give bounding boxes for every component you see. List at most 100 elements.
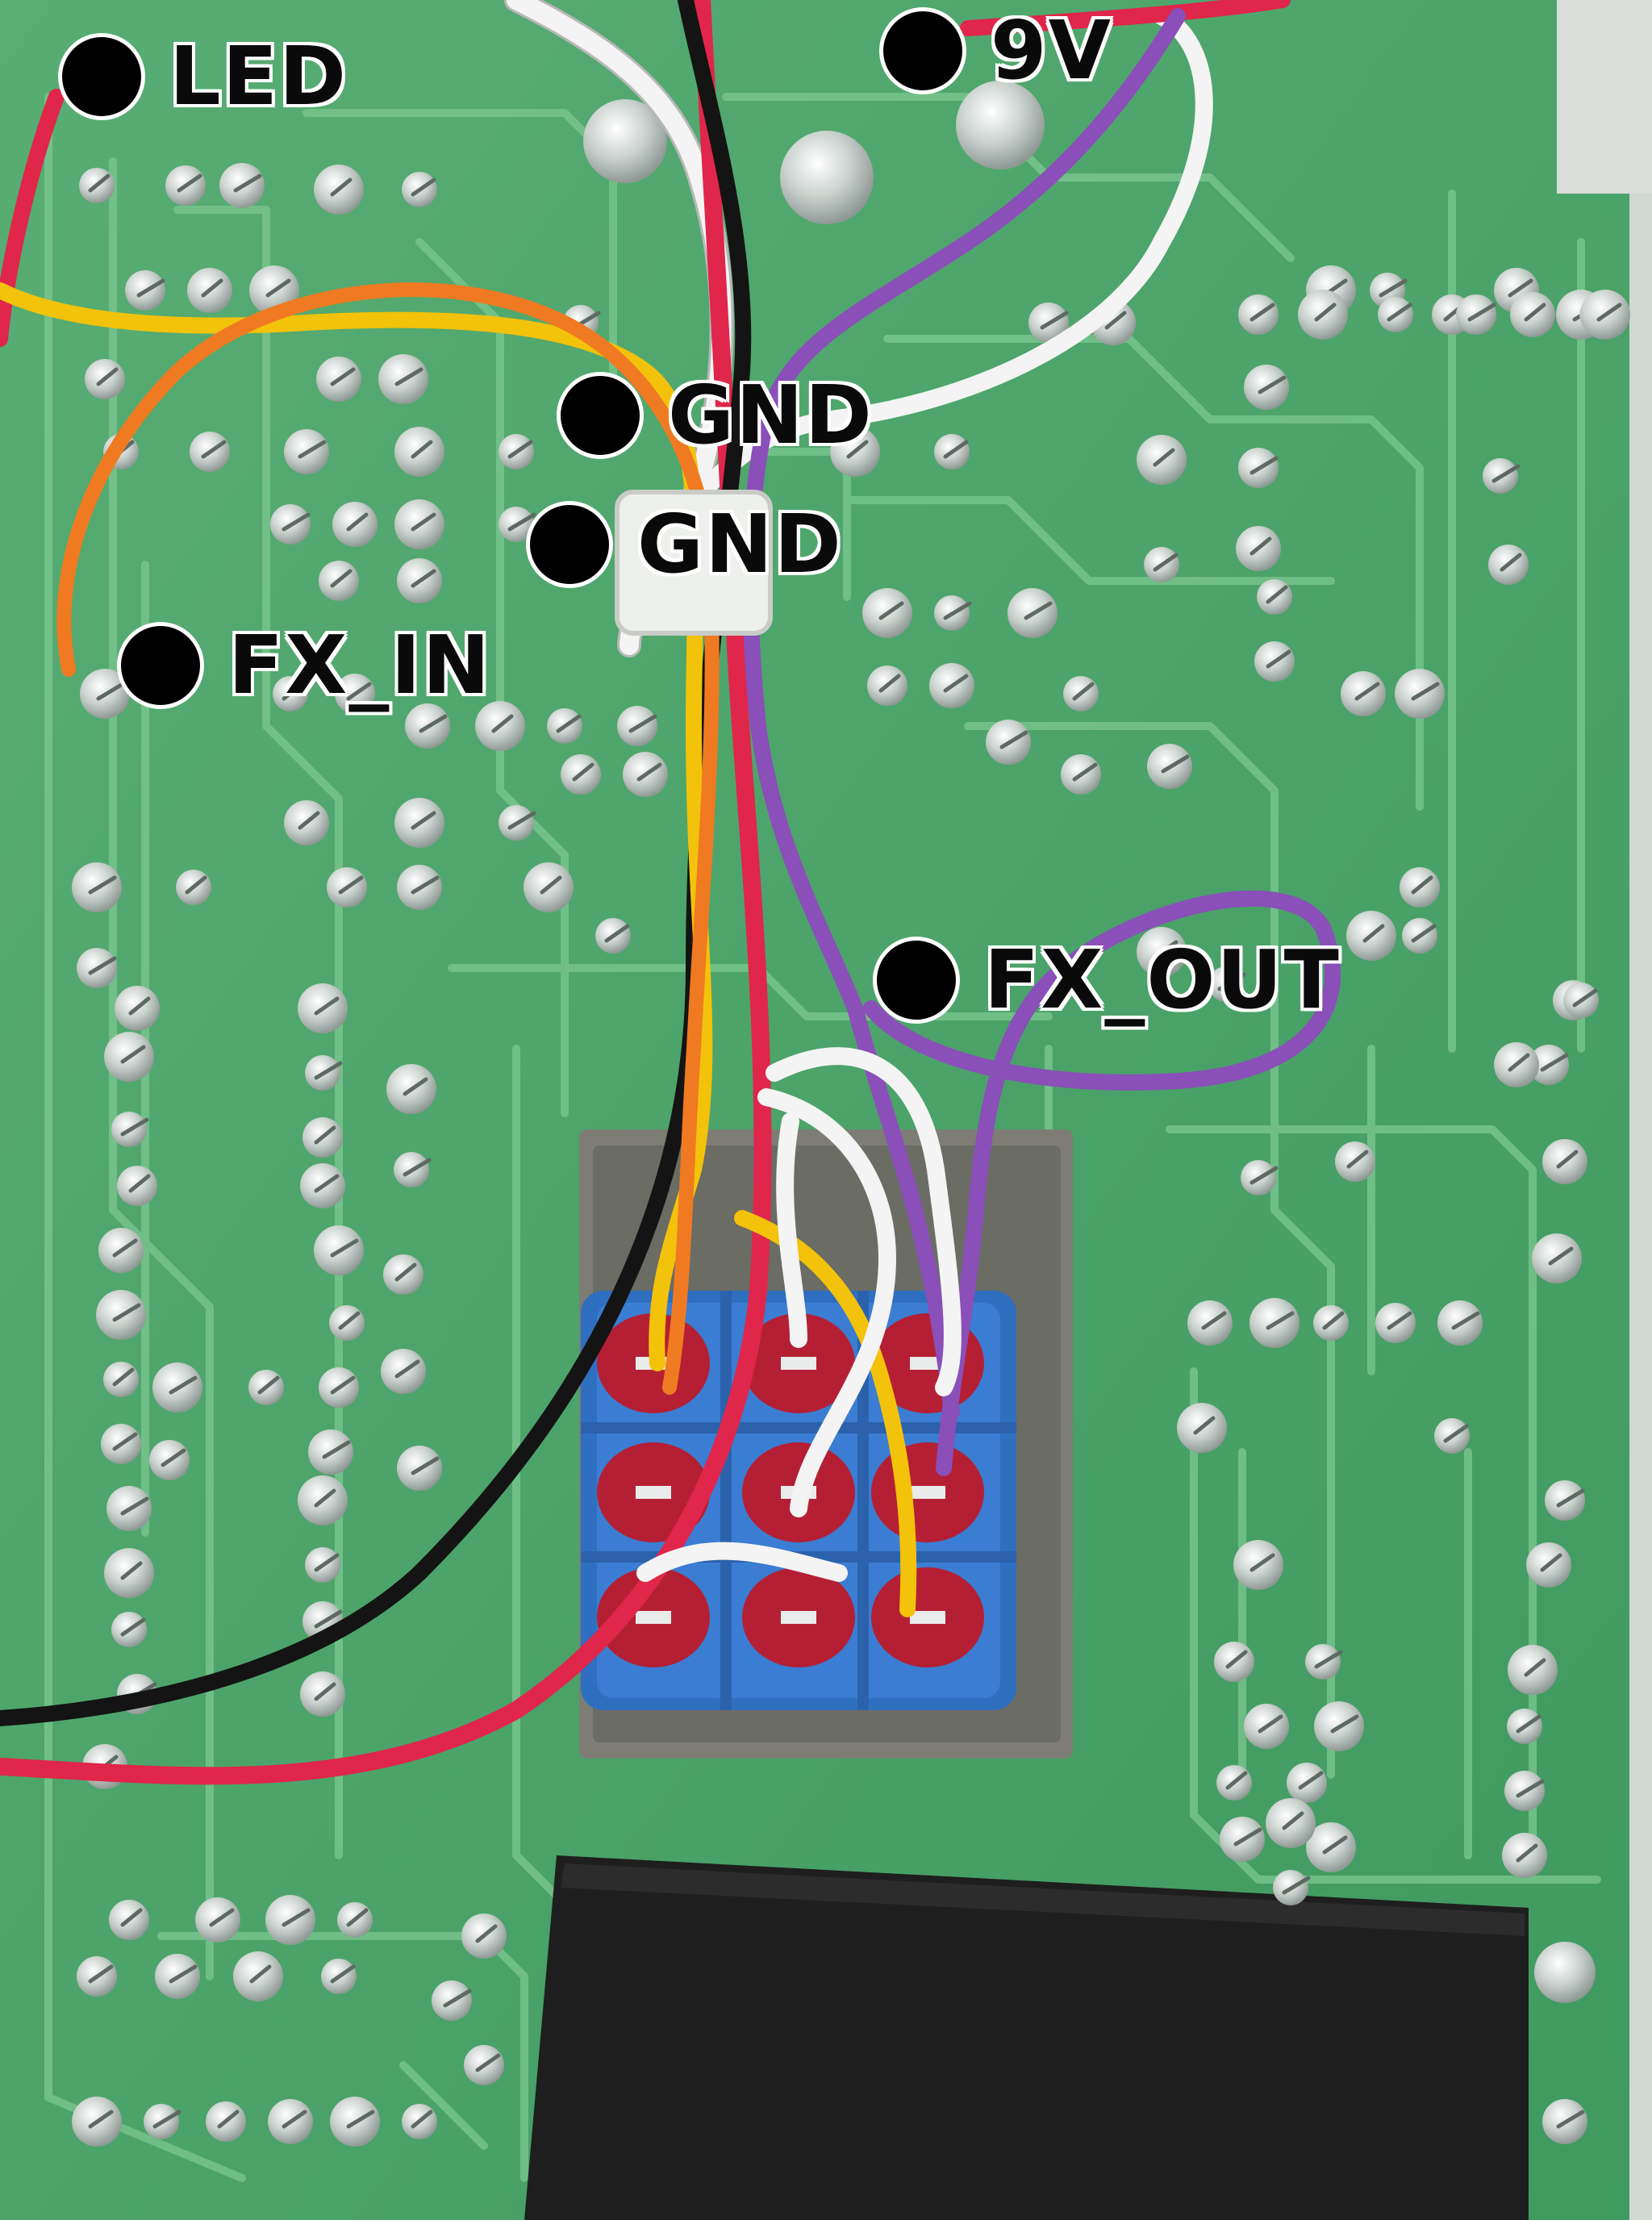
component-lead xyxy=(120,1045,146,1064)
component-lead xyxy=(88,1964,114,1984)
wire-yellow-lug xyxy=(734,1210,917,1617)
wire-purple-fxout xyxy=(863,890,1341,1476)
component-lead xyxy=(209,1908,235,1927)
component-lead xyxy=(1451,1311,1480,1330)
footswitch-lugs xyxy=(581,1291,1016,1710)
component-lead xyxy=(120,1617,146,1637)
component-lead xyxy=(1516,1779,1545,1798)
component-lead xyxy=(330,367,356,386)
component-lead xyxy=(314,1553,340,1572)
component-lead xyxy=(1201,1311,1227,1330)
component-lead xyxy=(1362,924,1385,943)
component-lead xyxy=(1548,1246,1574,1266)
component-lead xyxy=(1314,303,1337,322)
component-lead xyxy=(136,278,165,298)
component-lead xyxy=(314,1609,343,1629)
label-led: LED xyxy=(58,32,348,121)
solder-blob-1 xyxy=(583,99,667,183)
component-lead xyxy=(249,1964,272,1984)
component-lead xyxy=(475,2053,501,2072)
component-lead xyxy=(257,1375,280,1395)
component-lead xyxy=(1491,464,1521,483)
label-gnd-1: GND xyxy=(557,371,874,460)
component-lead xyxy=(128,996,151,1016)
component-lead xyxy=(1411,924,1437,943)
component-lead xyxy=(314,1125,336,1145)
component-lead xyxy=(943,601,972,620)
fx-in-label-text: FX_IN xyxy=(228,618,492,712)
component-lead xyxy=(1314,1650,1343,1669)
component-lead xyxy=(1282,1811,1304,1830)
foam-pad-edge xyxy=(561,1863,1525,1936)
wire-white-switch-2 xyxy=(757,1088,896,1517)
component-lead xyxy=(1572,988,1598,1008)
component-lead xyxy=(322,1440,351,1459)
9v-label-text: 9V xyxy=(991,3,1112,98)
component-lead xyxy=(411,569,436,588)
component-lead xyxy=(411,875,440,895)
label-fx-in: FX_IN xyxy=(117,621,491,710)
label-9v: 9V xyxy=(879,6,1112,95)
switch-lug xyxy=(910,1357,945,1370)
component-lead xyxy=(1024,601,1053,620)
component-lead xyxy=(943,674,969,693)
component-lead xyxy=(604,924,630,943)
component-lead xyxy=(1516,1714,1541,1734)
component-lead xyxy=(1282,1876,1311,1895)
component-lead xyxy=(201,278,223,298)
component-lead xyxy=(112,1432,138,1451)
component-lead xyxy=(1508,278,1533,298)
component-lead xyxy=(338,875,364,895)
component-lead xyxy=(96,367,119,386)
component-lead xyxy=(314,1174,340,1193)
component-lead xyxy=(177,173,202,193)
component-lead xyxy=(314,1061,343,1080)
component-lead xyxy=(1249,303,1275,322)
gnd-2-marker-dot xyxy=(526,501,613,588)
component-lead xyxy=(88,173,111,193)
component-lead xyxy=(1258,1714,1283,1734)
component-lead xyxy=(185,875,207,895)
component-lead xyxy=(1508,1053,1530,1072)
component-lead xyxy=(1556,1488,1585,1508)
component-lead xyxy=(1556,2109,1585,2129)
component-lead xyxy=(1249,536,1272,556)
component-lead xyxy=(507,811,536,830)
component-lead xyxy=(1072,762,1098,782)
wire-white-switch-4 xyxy=(776,1112,807,1348)
component-lead xyxy=(878,674,901,693)
component-lead xyxy=(394,1262,417,1282)
component-lead xyxy=(346,682,372,701)
component-lead xyxy=(1540,1553,1562,1572)
component-lead xyxy=(1354,682,1380,701)
component-lead xyxy=(346,2109,375,2129)
wire-orange-main xyxy=(56,282,720,1395)
component-lead xyxy=(1193,1416,1216,1435)
wire-white-switch-1 xyxy=(766,1047,962,1396)
component-lead xyxy=(314,1682,336,1701)
component-lead xyxy=(1411,682,1440,701)
component-lead xyxy=(1104,311,1127,330)
component-lead xyxy=(314,996,340,1016)
label-gnd-2: GND xyxy=(526,500,843,589)
component-lead xyxy=(330,1238,359,1258)
component-lead xyxy=(217,2109,240,2129)
component-lead xyxy=(443,1988,472,2008)
component-lead xyxy=(346,512,369,532)
component-lead xyxy=(201,440,227,459)
component-lead xyxy=(411,2109,433,2129)
component-lead xyxy=(1524,1658,1546,1677)
component-lead xyxy=(507,512,536,532)
component-lead xyxy=(394,1359,420,1379)
solder-blob-4 xyxy=(1534,1942,1596,2003)
led-label-text: LED xyxy=(169,29,348,123)
component-lead xyxy=(88,2109,114,2129)
component-lead xyxy=(491,714,514,733)
component-lead xyxy=(572,762,594,782)
component-lead xyxy=(403,1077,428,1096)
component-lead xyxy=(1443,1424,1469,1443)
component-lead xyxy=(1233,1827,1262,1847)
component-lead xyxy=(120,1561,143,1580)
component-lead xyxy=(943,440,969,459)
component-lead xyxy=(96,682,125,701)
